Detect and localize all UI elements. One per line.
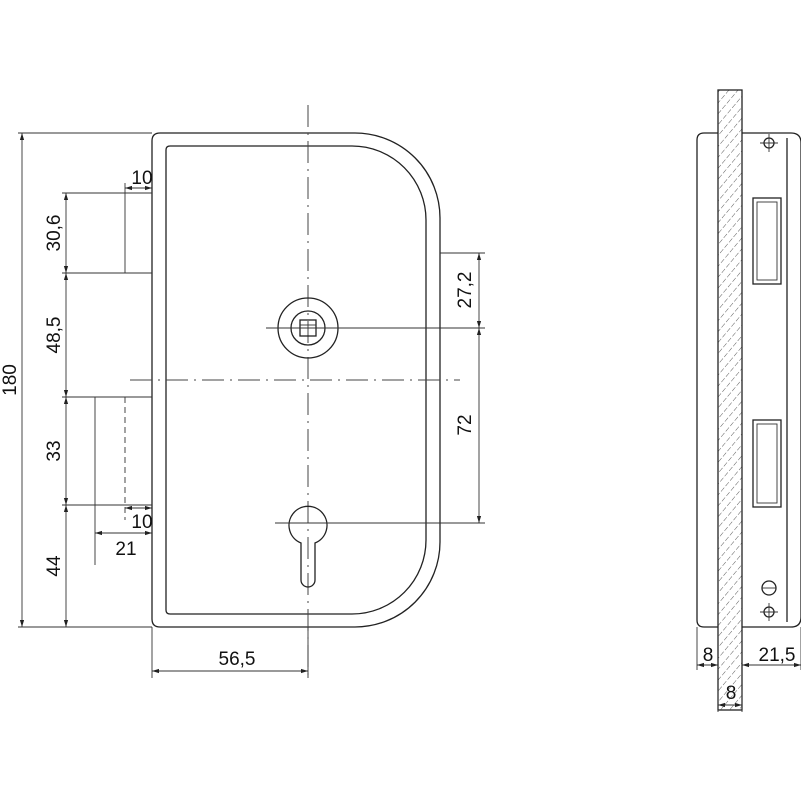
dim-top-bolt-depth: 10 xyxy=(131,168,152,189)
dim-glass-thickness: 8 xyxy=(726,683,737,704)
dim-cylinder-offset: 27,2 xyxy=(455,272,476,309)
latch-slot xyxy=(752,197,782,285)
screw-hole-icon xyxy=(760,603,778,621)
screw-hole-icon xyxy=(760,134,778,152)
dim-centre-offset: 56,5 xyxy=(219,649,256,670)
side-body xyxy=(742,132,801,628)
keyhole-icon xyxy=(275,505,330,588)
lock-body-inner xyxy=(165,145,427,615)
bolts xyxy=(94,192,152,565)
bolt-slot xyxy=(752,419,782,508)
dim-lower-bolt-depth-outer: 21 xyxy=(115,539,136,560)
dim-lower-bolt-height: 33 xyxy=(44,440,65,461)
dim-cylinder-to-keyhole: 72 xyxy=(455,414,476,435)
screw-hole-icon xyxy=(761,580,777,596)
lock-body-outline xyxy=(151,132,441,628)
side-view: 8 21,5 8 xyxy=(696,89,801,712)
side-plate xyxy=(696,132,718,628)
cylinder-icon xyxy=(266,297,340,359)
front-view: 180 30,6 48,5 33 44 10 10 21 56,5 27,2 7… xyxy=(0,105,485,680)
dim-top-bolt-height: 30,6 xyxy=(44,215,65,252)
dim-bottom-gap: 44 xyxy=(44,555,65,577)
dim-lower-bolt-depth-inner: 10 xyxy=(131,512,152,533)
dimension-lines xyxy=(18,132,485,678)
dim-plate-thickness: 8 xyxy=(703,645,714,666)
dim-upper-gap: 48,5 xyxy=(44,317,65,354)
dim-overall-height: 180 xyxy=(0,364,21,396)
dim-body-depth: 21,5 xyxy=(759,645,796,666)
glass-section xyxy=(717,89,743,711)
